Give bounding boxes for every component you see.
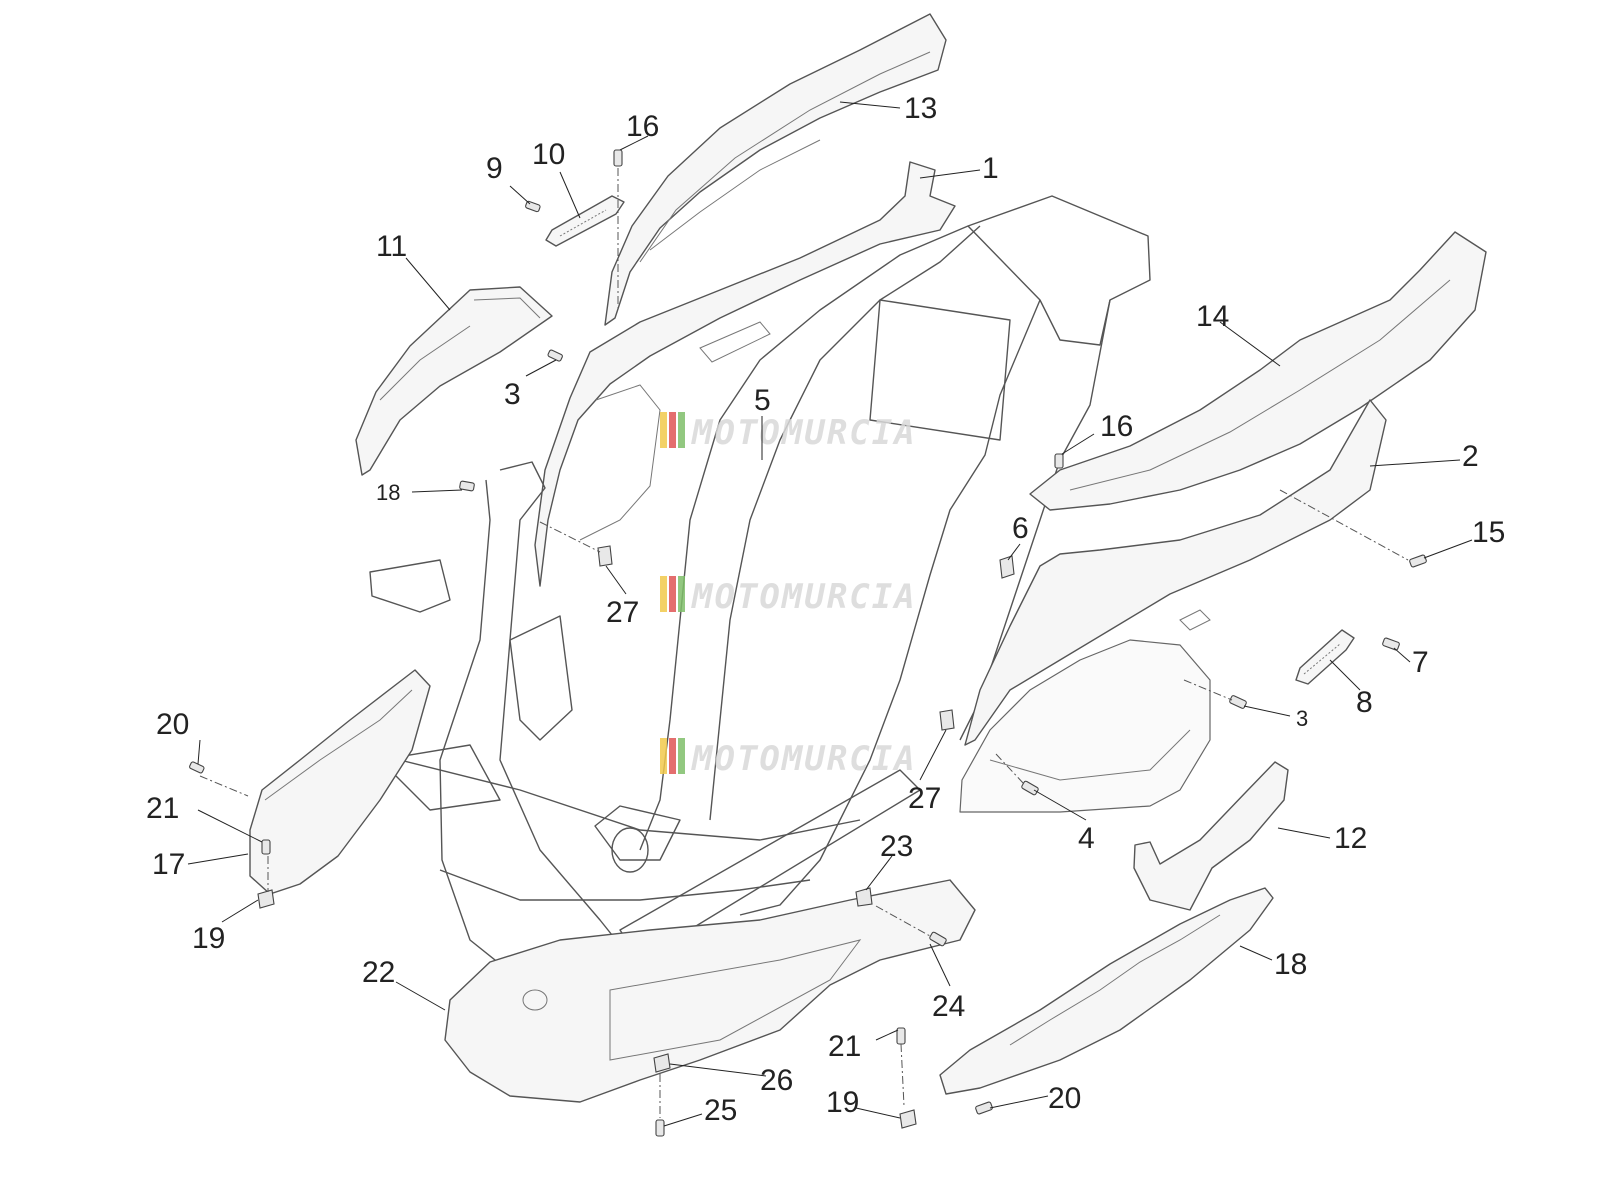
callout-17: 17 <box>152 848 185 881</box>
part-right-lower-cover <box>959 639 1211 813</box>
callout-22: 22 <box>362 956 395 989</box>
callout-16: 16 <box>1100 410 1133 443</box>
callout-10: 10 <box>532 138 565 171</box>
clip-6 <box>999 555 1015 579</box>
watermark-stripe <box>660 412 667 448</box>
watermark: MOTOMURCIA MOTOMURCIA MOTOMURCIA <box>660 412 917 779</box>
callout-16: 16 <box>626 110 659 143</box>
leader-lines <box>187 101 1473 1127</box>
callout-12: 12 <box>1334 822 1367 855</box>
part-8-badge <box>1295 629 1355 685</box>
callout-6: 6 <box>1012 512 1029 545</box>
clip-26 <box>653 1053 671 1073</box>
clip-19-left <box>257 889 275 909</box>
part-14-right-upper-rail <box>1029 231 1487 511</box>
screws <box>189 149 1427 1137</box>
part-18-right-footboard-rail <box>939 887 1274 1095</box>
watermark-stripe <box>669 738 676 774</box>
callout-23: 23 <box>880 830 913 863</box>
callout-21: 21 <box>828 1030 861 1063</box>
callout-3: 3 <box>1296 706 1308 731</box>
callout-2: 2 <box>1462 440 1479 473</box>
callout-1: 1 <box>982 152 999 185</box>
part-11-front-cover <box>355 286 553 476</box>
callout-26: 26 <box>760 1064 793 1097</box>
callout-18: 18 <box>376 480 400 505</box>
watermark-stripe <box>678 738 685 774</box>
part-13-upper-rail <box>604 13 947 326</box>
callout-18: 18 <box>1274 948 1307 981</box>
watermark-stripe <box>660 738 667 774</box>
callout-14: 14 <box>1196 300 1229 333</box>
watermark-stripe <box>660 576 667 612</box>
callout-24: 24 <box>932 990 965 1023</box>
clip-23 <box>855 887 873 907</box>
callout-21: 21 <box>146 792 179 825</box>
part-frame-chassis <box>369 195 1151 981</box>
part-1-left-side-panel <box>534 161 956 587</box>
part-22-floor-tray <box>444 879 976 1103</box>
callout-4: 4 <box>1078 822 1095 855</box>
part-10-badge <box>545 195 625 247</box>
part-17-left-lower-rail <box>249 669 431 895</box>
callout-19: 19 <box>826 1086 859 1119</box>
watermark-stripe <box>669 576 676 612</box>
callout-numbers: 1 2 3 3 4 5 6 7 8 9 10 11 12 13 14 15 16… <box>146 92 1505 1127</box>
callout-13: 13 <box>904 92 937 125</box>
clip-19-right <box>899 1109 917 1129</box>
callout-9: 9 <box>486 152 503 185</box>
callout-20: 20 <box>156 708 189 741</box>
part-2-right-side-panel <box>964 399 1387 746</box>
callout-3: 3 <box>504 378 521 411</box>
callout-19: 19 <box>192 922 225 955</box>
watermark-text: MOTOMURCIA <box>691 577 917 617</box>
callout-15: 15 <box>1472 516 1505 549</box>
callout-20: 20 <box>1048 1082 1081 1115</box>
callout-27: 27 <box>606 596 639 629</box>
callout-11: 11 <box>376 230 407 263</box>
callout-8: 8 <box>1356 686 1373 719</box>
callout-25: 25 <box>704 1094 737 1127</box>
callout-27: 27 <box>908 782 941 815</box>
watermark-text: MOTOMURCIA <box>691 739 917 779</box>
watermark-text: MOTOMURCIA <box>691 413 917 453</box>
watermark-stripe <box>678 576 685 612</box>
assembly-lines <box>199 168 1409 1118</box>
watermark-stripe <box>678 412 685 448</box>
callout-7: 7 <box>1412 646 1429 679</box>
callout-5: 5 <box>754 384 771 417</box>
watermark-stripe <box>669 412 676 448</box>
clip-27-right <box>939 709 955 731</box>
part-12-right-small-cover <box>1133 761 1289 911</box>
clip-27-left <box>597 545 613 567</box>
